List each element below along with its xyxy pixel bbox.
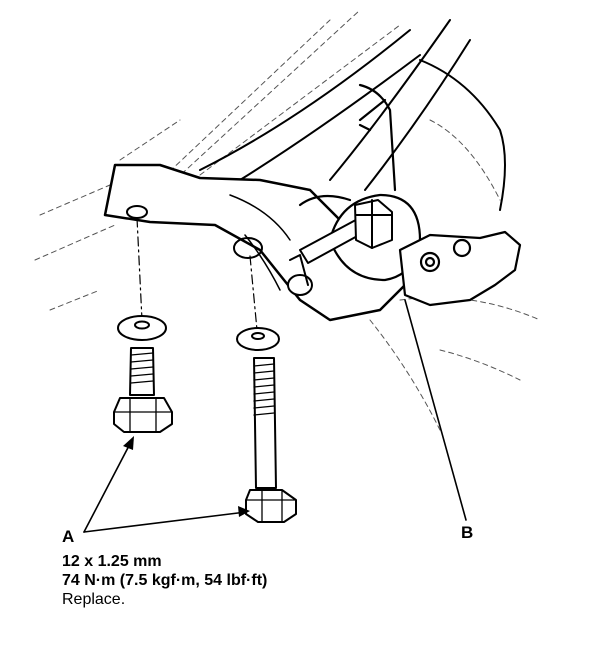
ball-joint-bolt bbox=[354, 199, 393, 249]
torque-spec-text: 74 N·m (7.5 kgf·m, 54 lbf·ft) bbox=[62, 572, 268, 589]
leader-line-b bbox=[404, 299, 467, 521]
rear-mount-hole bbox=[233, 237, 263, 259]
replace-note-text: Replace. bbox=[62, 591, 126, 608]
bolt-size-text: 12 x 1.25 mm bbox=[62, 553, 162, 570]
frame-member bbox=[199, 19, 506, 211]
background-sketch bbox=[34, 9, 541, 431]
right-washer bbox=[236, 327, 280, 351]
arm-rib-2 bbox=[244, 234, 281, 291]
arm-rib bbox=[229, 194, 291, 241]
long-bolt-a bbox=[245, 357, 297, 523]
callout-b-label: B bbox=[461, 523, 474, 542]
knuckle bbox=[298, 83, 522, 307]
short-bolt-a bbox=[113, 347, 173, 433]
leader-lines-a bbox=[83, 439, 247, 533]
arrowheads-a bbox=[123, 436, 250, 517]
alignment-centerlines bbox=[136, 217, 258, 331]
bolt-spec-block: 12 x 1.25 mm 74 N·m (7.5 kgf·m, 54 lbf·f… bbox=[62, 552, 267, 609]
left-washer bbox=[117, 315, 167, 341]
callout-a-label: A bbox=[62, 527, 75, 546]
